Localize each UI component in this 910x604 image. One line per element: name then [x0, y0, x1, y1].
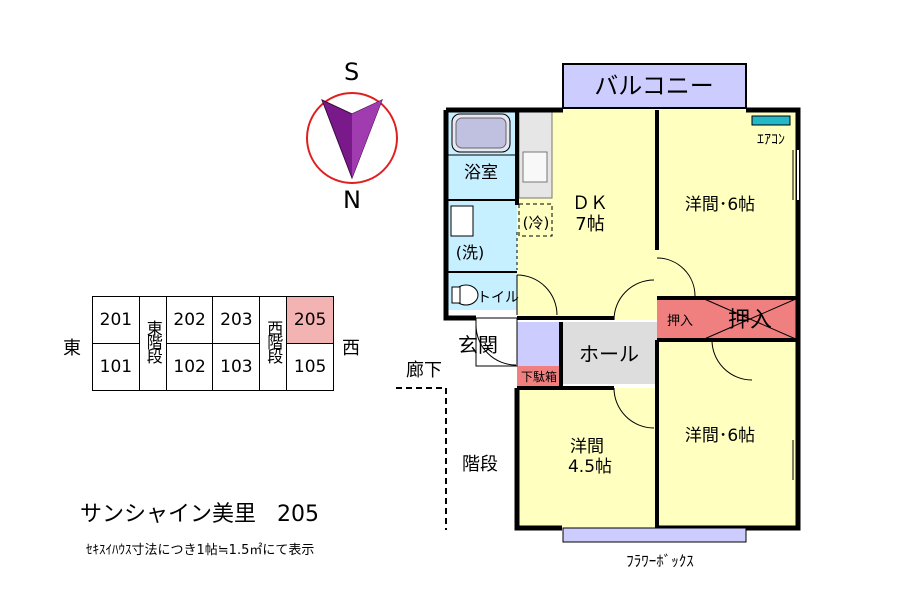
unit-202: 202 [165, 296, 214, 344]
closet-small-label: 押入 [667, 314, 693, 329]
west-stairs: 西階段 [259, 296, 288, 391]
entrance-floor [475, 317, 518, 367]
dk-size-label: 7帖 [575, 214, 604, 235]
closet-large-label: 押入 [728, 308, 772, 333]
hall [561, 322, 657, 384]
aircon-icon [751, 115, 791, 126]
corridor-label: 廊下 [406, 360, 442, 381]
aircon-label: ｴｱｺﾝ [757, 132, 785, 148]
compass-south-label: S [344, 58, 360, 86]
floor-plan: バルコニー [396, 63, 801, 570]
room-sw-size-label: 4.5帖 [568, 457, 612, 477]
compass-north-label: N [343, 186, 361, 214]
room-sw [517, 388, 657, 528]
shoe-box-label: 下駄箱 [521, 369, 557, 384]
stairs-label: 階段 [462, 454, 498, 475]
toilet-label: トイル [477, 290, 519, 306]
unit-103: 103 [212, 343, 261, 391]
sink [450, 205, 474, 237]
flower-box [562, 527, 747, 543]
west-label: 西 [342, 338, 360, 359]
shoe-box-label-bg [517, 366, 561, 386]
balcony-label: バルコニー [594, 72, 714, 100]
closet-small [657, 298, 702, 340]
laundry-label: (洗) [456, 243, 485, 262]
room-se-label: 洋間･6帖 [685, 426, 755, 446]
room-number: 205 [277, 502, 320, 527]
balcony [562, 63, 747, 109]
fridge-label: (冷) [523, 214, 550, 232]
room-sw-name-label: 洋間 [570, 437, 604, 457]
unit-201: 201 [92, 296, 140, 344]
unit-table: 201 東階段 202 203 西階段 205 101 102 103 105 [92, 296, 334, 391]
unit-102: 102 [165, 343, 214, 391]
east-stairs: 東階段 [138, 296, 167, 391]
east-label: 東 [63, 338, 81, 359]
fridge [518, 203, 553, 237]
bath-label: 浴室 [464, 163, 498, 183]
dk-name-label: ＤＫ [572, 193, 608, 214]
flower-box-label: ﾌﾗﾜｰﾎﾞｯｸｽ [626, 552, 694, 570]
unit-105: 105 [286, 343, 334, 391]
unit-205: 205 [286, 296, 334, 344]
unit-101: 101 [92, 343, 140, 391]
building-title: サンシャイン美里 205 [80, 504, 319, 526]
building-name: サンシャイン美里 [80, 502, 257, 527]
room-ne-label: 洋間･6帖 [685, 195, 755, 215]
hall-label: ホール [579, 342, 639, 366]
footnote: ｾｷｽｲﾊｳｽ寸法につき1帖≒1.5㎡にて表示 [86, 543, 315, 558]
entrance-label: 玄関 [458, 333, 498, 357]
unit-203: 203 [212, 296, 261, 344]
compass-icon [306, 92, 398, 184]
